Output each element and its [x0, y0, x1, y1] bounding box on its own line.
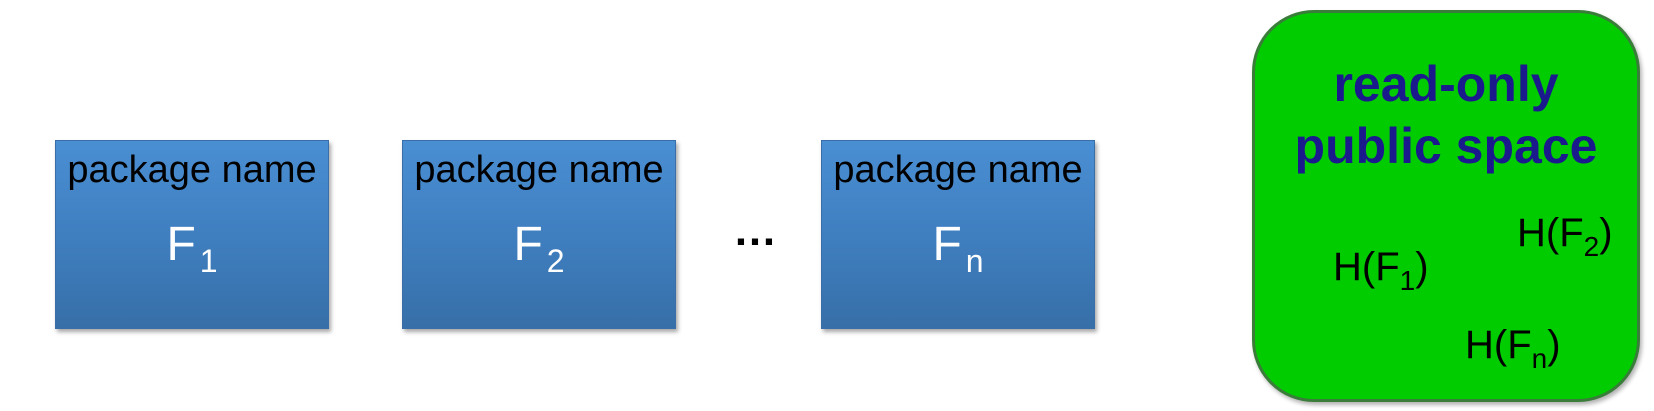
file-letter: F: [166, 218, 196, 271]
file-subscript: 2: [546, 243, 565, 279]
title-line-1: read-only: [1333, 56, 1559, 112]
title-line-2: public space: [1294, 118, 1598, 174]
hash-prefix: H(F: [1465, 323, 1532, 367]
hash-subscript: 1: [1399, 265, 1416, 296]
file-subscript: 1: [199, 243, 218, 279]
public-space-title: read-only public space: [1255, 53, 1637, 177]
hash-fn: H(Fn): [1465, 323, 1561, 374]
hash-suffix: ): [1599, 211, 1613, 255]
hash-f1: H(F1): [1333, 245, 1429, 296]
package-name-label: package name: [833, 149, 1083, 191]
package-name-label: package name: [414, 149, 664, 191]
hash-suffix: ): [1547, 323, 1561, 367]
package-name-label: package name: [67, 149, 317, 191]
file-letter: F: [932, 218, 962, 271]
ellipsis: …: [733, 206, 778, 255]
hash-suffix: ): [1415, 245, 1429, 289]
hash-subscript: n: [1531, 343, 1548, 374]
hash-subscript: 2: [1583, 231, 1600, 262]
hash-prefix: H(F: [1333, 245, 1400, 289]
hash-prefix: H(F: [1517, 211, 1584, 255]
public-space-box: read-only public space H(F1) H(F2) H(Fn): [1252, 10, 1640, 402]
file-letter: F: [513, 218, 543, 271]
hash-f2: H(F2): [1517, 211, 1613, 262]
file-subscript: n: [965, 243, 984, 279]
